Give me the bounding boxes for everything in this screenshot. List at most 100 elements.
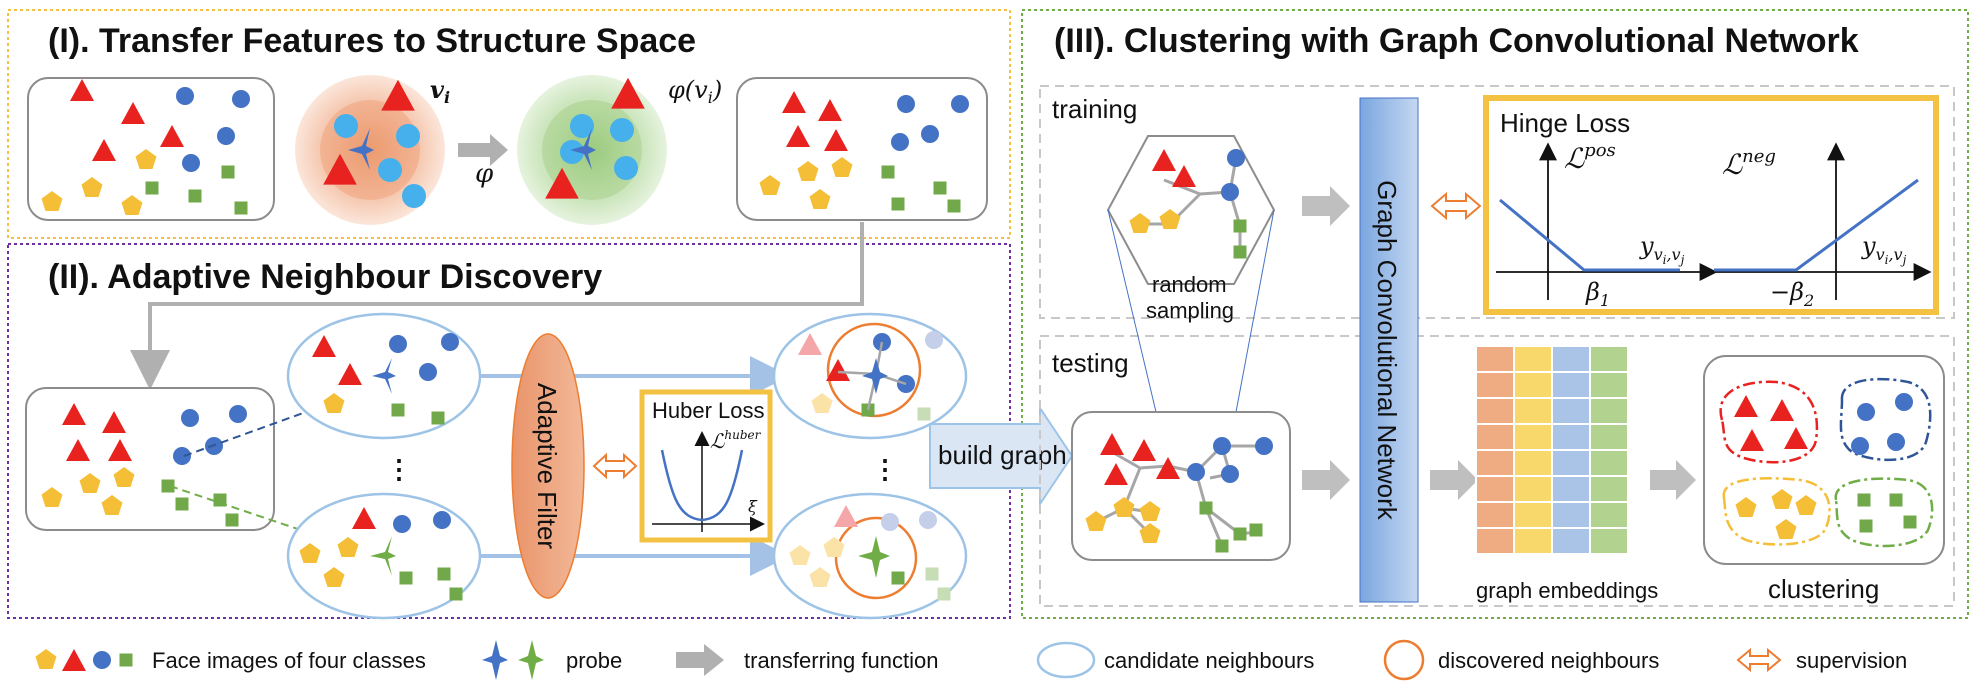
probe-icon [862, 358, 888, 394]
embedding-cell [1551, 475, 1591, 503]
legend-face-icons [35, 649, 133, 671]
svg-text:ℒneg: ℒneg [1722, 146, 1776, 181]
embedding-cell [1475, 371, 1515, 399]
legend: Face images of four classes probe transf… [35, 639, 1907, 681]
section-3-border [1021, 9, 1969, 619]
cluster-arrow [1650, 460, 1696, 500]
svg-text:−β2: −β2 [1770, 278, 1814, 310]
input-space-box [25, 387, 275, 531]
embedding-cell [1513, 527, 1553, 555]
embedding-cell [1513, 475, 1553, 503]
probe-icon [372, 358, 396, 394]
embedding-cell [1513, 449, 1553, 477]
svg-text:yvi,vj: yvi,vj [1639, 232, 1685, 267]
legend-probe-icons [482, 640, 544, 680]
probe-icon [570, 128, 596, 170]
gcn-out-arrow [1430, 460, 1478, 500]
legend-supervision-icon [1736, 647, 1782, 673]
legend-faces: Face images of four classes [152, 648, 426, 673]
training-panel [1039, 85, 1955, 319]
adaptive-filter: Adaptive Filter [511, 333, 585, 599]
legend-discovered: discovered neighbours [1438, 648, 1659, 673]
embedding-cell [1551, 449, 1591, 477]
embedding-cell [1513, 501, 1553, 529]
probe-icon [348, 128, 374, 170]
svg-text:graph embeddings: graph embeddings [1476, 578, 1658, 603]
embedding-cell [1475, 423, 1515, 451]
svg-text:ξ: ξ [748, 497, 758, 516]
svg-text:sampling: sampling [1146, 298, 1234, 323]
sampling-line-right [1235, 209, 1275, 413]
embedding-cell [1589, 449, 1629, 477]
embedding-cell [1513, 371, 1553, 399]
hinge-loss-plot: Hinge Loss ℒpos β1 yvi,vj ℒneg −β2 yvi,v… [1483, 95, 1939, 315]
legend-probe: probe [566, 648, 622, 673]
huber-loss-plot: Huber Loss ℒhuber ξ [639, 389, 773, 543]
svg-text:random: random [1152, 272, 1227, 297]
embedding-cell [1475, 449, 1515, 477]
section-3-title: (III). Clustering with Graph Convolution… [1054, 22, 1859, 60]
svg-text:clustering: clustering [1768, 574, 1879, 604]
embedding-cell [1475, 501, 1515, 529]
gcn-block: Graph Convolutional Network [1359, 97, 1419, 603]
transfer-arrow [458, 134, 508, 166]
svg-text:β1: β1 [1585, 278, 1610, 310]
embedding-cell [1589, 423, 1629, 451]
dots-right: ⋮ [872, 454, 898, 484]
svg-text:Huber Loss: Huber Loss [652, 398, 765, 423]
embedding-cell [1589, 397, 1629, 425]
math-vi: vi [430, 75, 450, 107]
embedding-cell [1589, 345, 1629, 373]
testing-panel [1039, 335, 1955, 607]
candidate-ellipse-bottom [286, 492, 482, 620]
legend-transfer-icon [676, 644, 724, 676]
embedding-cell [1589, 501, 1629, 529]
dots-left: ⋮ [386, 454, 412, 484]
svg-text:build graph: build graph [938, 440, 1067, 470]
embedding-cell [1551, 371, 1591, 399]
train-arrow [1302, 186, 1350, 226]
candidate-ellipse-top [286, 312, 482, 440]
svg-text:Adaptive Filter: Adaptive Filter [532, 383, 562, 550]
svg-text:ℒhuber: ℒhuber [710, 428, 762, 453]
discovered-ellipse-top [772, 312, 968, 440]
testing-label: testing [1052, 348, 1129, 378]
supervision-arrow-iii [1430, 191, 1482, 221]
svg-text:ℒpos: ℒpos [1564, 140, 1616, 175]
supervision-arrow-ii [592, 452, 638, 480]
embedding-cell [1475, 397, 1515, 425]
legend-candidate-icon [1036, 641, 1096, 679]
random-sampling-hexagon: random sampling [1106, 135, 1276, 323]
legend-candidate: candidate neighbours [1104, 648, 1314, 673]
connector-line [130, 222, 864, 390]
embedding-cell [1551, 345, 1591, 373]
legend-discovered-icon [1383, 639, 1425, 681]
legend-supervision: supervision [1796, 648, 1907, 673]
embedding-cell [1589, 527, 1629, 555]
embedding-cell [1551, 423, 1591, 451]
embedding-cell [1513, 345, 1553, 373]
section-1-border [7, 9, 1011, 239]
test-graph-box [1071, 411, 1291, 561]
embedding-cell [1551, 527, 1591, 555]
svg-text:yvi,vj: yvi,vj [1861, 232, 1907, 267]
clustering-box: clustering [1703, 355, 1945, 604]
embedding-cell [1475, 345, 1515, 373]
embedding-cell [1513, 423, 1553, 451]
embedding-cell [1589, 371, 1629, 399]
feature-space-box [27, 77, 275, 221]
discovered-ellipse-bottom [772, 492, 968, 620]
embedding-cell [1475, 475, 1515, 503]
embedding-cell [1589, 475, 1629, 503]
green-probe-neighbourhood [517, 75, 667, 225]
svg-text:Graph Convolutional Network: Graph Convolutional Network [1372, 180, 1402, 521]
svg-text:Hinge Loss: Hinge Loss [1500, 108, 1630, 138]
math-phi-vi: φ(vi) [668, 76, 722, 107]
embedding-cell [1513, 397, 1553, 425]
training-label: training [1052, 94, 1137, 124]
orange-probe-neighbourhood [295, 75, 445, 225]
section-1-title: (I). Transfer Features to Structure Spac… [48, 22, 696, 60]
probe-icon [370, 536, 396, 576]
embedding-cell [1475, 527, 1515, 555]
